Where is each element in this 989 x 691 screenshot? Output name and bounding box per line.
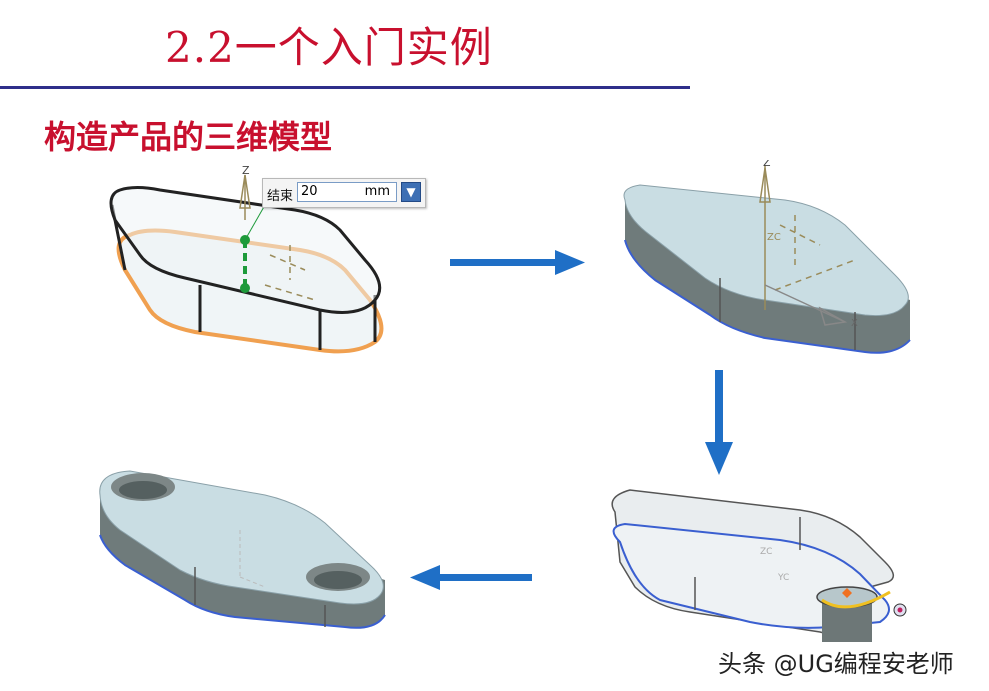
step4-final-part bbox=[99, 470, 386, 629]
slide-title: 2.2一个入门实例 bbox=[165, 23, 493, 72]
slide-subtitle: 构造产品的三维模型 bbox=[44, 118, 333, 156]
arrow-left-icon bbox=[410, 565, 532, 590]
watermark: 头条 @UG编程安老师 bbox=[718, 650, 954, 678]
arrow-down-flow-icon bbox=[705, 370, 733, 475]
extrude-end-input: 结束 20 mm ▼ bbox=[262, 178, 426, 208]
arrow-right-icon bbox=[450, 250, 585, 275]
zc-label: ZC bbox=[760, 547, 772, 557]
distance-field[interactable]: 20 mm bbox=[297, 182, 397, 202]
step1-extrude-preview: Z bbox=[109, 164, 384, 354]
yc-label: YC bbox=[777, 573, 789, 583]
end-label: 结束 bbox=[267, 189, 294, 204]
distance-unit: mm bbox=[364, 184, 390, 199]
zc-label: ZC bbox=[767, 232, 781, 243]
distance-value: 20 bbox=[301, 184, 318, 199]
z-axis-label: Z bbox=[242, 164, 250, 177]
z-axis-label: Z bbox=[763, 160, 771, 169]
arrow-down-icon[interactable]: ▼ bbox=[401, 182, 421, 202]
x-axis-label: X bbox=[851, 318, 858, 329]
title-underline bbox=[0, 86, 690, 89]
step3-boss-placement: ZC YC bbox=[611, 489, 907, 642]
step2-extruded-solid: Z ZC X bbox=[623, 160, 911, 354]
